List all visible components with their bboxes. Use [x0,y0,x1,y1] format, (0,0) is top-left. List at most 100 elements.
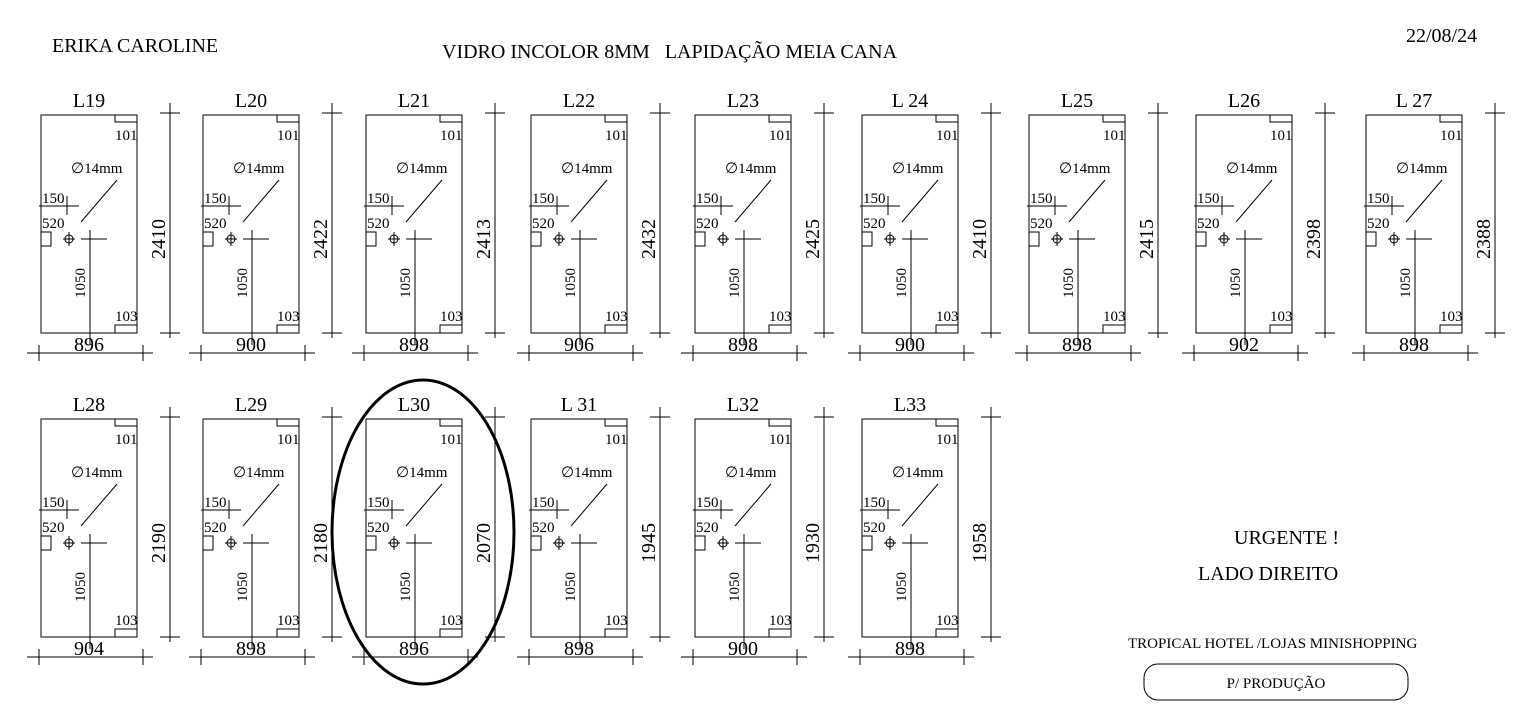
width-dimension: 898 [236,638,266,660]
hole-leader-line [901,179,939,223]
corner-notch-top [1102,115,1125,123]
glass-spec: VIDRO INCOLOR 8MM LAPIDAÇÃO MEIA CANA [442,39,898,63]
height-dimension: 2398 [1303,219,1325,259]
corner-notch-bottom [114,324,137,333]
panel-label: L21 [398,90,430,112]
offset-150-label: 150 [204,495,227,511]
panel-label: L29 [235,394,267,416]
offset-1050-label: 1050 [727,268,743,298]
offset-150-label: 150 [532,191,555,207]
hinge-mark [862,231,873,247]
offset-520-label: 520 [696,520,719,536]
hole-diameter-label: ∅14mm [71,465,123,481]
hinge-mark [203,231,214,247]
hinge-mark [862,535,873,551]
height-dimension: 2410 [969,219,991,259]
corner-notch-bottom [439,628,462,637]
corner-code-bottom: 103 [440,613,463,629]
corner-code-top: 101 [440,432,463,448]
panel-outline [202,114,300,334]
panel-outline [1028,114,1126,334]
width-dimension: 896 [399,638,429,660]
width-dimension: 896 [74,334,104,356]
offset-1050-label: 1050 [563,572,579,602]
height-dimension: 2190 [148,523,170,563]
offset-1050-label: 1050 [235,268,251,298]
corner-notch-bottom [604,628,627,637]
corner-code-top: 101 [769,128,792,144]
corner-notch-top [1439,115,1462,123]
corner-code-bottom: 103 [115,309,138,325]
panel-outline [530,418,628,638]
production-status-label: P/ PRODUÇÃO [1227,676,1326,692]
panel-label: L 31 [561,394,597,416]
corner-code-bottom: 103 [936,309,959,325]
corner-code-top: 101 [1440,128,1463,144]
corner-notch-bottom [439,324,462,333]
offset-520-label: 520 [1367,216,1390,232]
hinge-mark [531,535,542,551]
hole-diameter-label: ∅14mm [725,465,777,481]
offset-1050-label: 1050 [727,572,743,602]
hinge-mark [41,231,52,247]
corner-notch-bottom [604,324,627,333]
offset-520-label: 520 [42,216,65,232]
corner-notch-bottom [276,628,299,637]
offset-1050-label: 1050 [563,268,579,298]
hole-leader-line [1405,179,1443,223]
hole-leader-line [80,483,118,527]
corner-code-top: 101 [605,128,628,144]
highlight-ellipse [330,378,516,686]
corner-notch-bottom [1439,324,1462,333]
corner-code-top: 101 [115,128,138,144]
hole-diameter-label: ∅14mm [892,465,944,481]
corner-code-bottom: 103 [115,613,138,629]
height-dimension: 1930 [802,523,824,563]
panel-label: L25 [1061,90,1093,112]
panel-outline [1365,114,1463,334]
offset-520-label: 520 [204,216,227,232]
corner-notch-top [439,419,462,427]
panel-label: L19 [73,90,105,112]
corner-code-bottom: 103 [277,613,300,629]
corner-notch-top [604,419,627,427]
corner-code-top: 101 [115,432,138,448]
corner-notch-top [114,115,137,123]
panel-outline [861,418,959,638]
panel-grid: L19 101 103 ∅14mm 150 520 1050 2410 896 L20 101 103… [27,90,1505,665]
client-name: ERIKA CAROLINE [52,35,218,57]
offset-150-label: 150 [863,495,886,511]
panel-outline [40,418,138,638]
offset-1050-label: 1050 [398,572,414,602]
height-dimension: 2432 [638,219,660,259]
corner-notch-top [1269,115,1292,123]
width-dimension: 900 [728,638,758,660]
offset-520-label: 520 [1030,216,1053,232]
offset-1050-label: 1050 [235,572,251,602]
corner-code-bottom: 103 [605,613,628,629]
offset-520-label: 520 [367,216,390,232]
offset-520-label: 520 [367,520,390,536]
hinge-mark [366,231,377,247]
corner-code-top: 101 [1103,128,1126,144]
hole-leader-line [734,483,772,527]
corner-code-top: 101 [769,432,792,448]
offset-520-label: 520 [204,520,227,536]
project-name: TROPICAL HOTEL /LOJAS MINISHOPPING [1128,636,1417,652]
height-dimension: 1945 [638,523,660,563]
production-status-button[interactable]: P/ PRODUÇÃO [1143,663,1409,701]
panel-label: L26 [1228,90,1260,112]
hinge-mark [1196,231,1207,247]
offset-150-label: 150 [42,495,65,511]
panel-outline [530,114,628,334]
panel-label: L20 [235,90,267,112]
width-dimension: 898 [564,638,594,660]
hinge-mark [1366,231,1377,247]
corner-code-top: 101 [277,128,300,144]
offset-1050-label: 1050 [894,268,910,298]
